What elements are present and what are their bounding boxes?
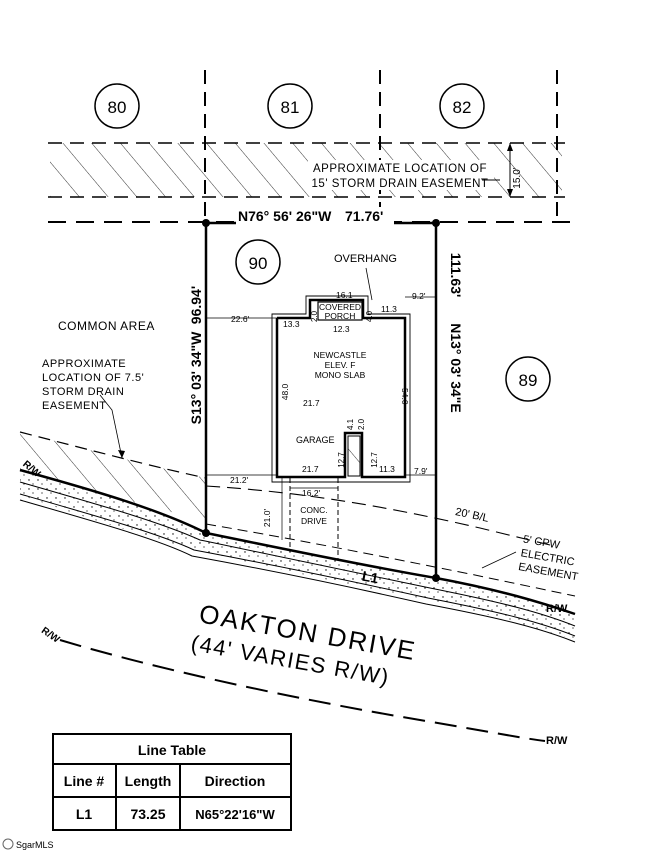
svg-text:NEWCASTLE: NEWCASTLE bbox=[314, 350, 367, 360]
svg-text:2.0: 2.0 bbox=[310, 310, 319, 322]
line-table-header-direction: Direction bbox=[205, 773, 266, 789]
road-edge-2 bbox=[19, 493, 576, 637]
house-label: NEWCASTLE ELEV. F MONO SLAB bbox=[314, 350, 367, 380]
overhang-label: OVERHANG bbox=[334, 253, 397, 265]
svg-text:71.76': 71.76' bbox=[345, 208, 383, 224]
svg-text:21.7: 21.7 bbox=[303, 398, 320, 408]
svg-text:SgarMLS: SgarMLS bbox=[16, 840, 54, 850]
common-area-label: COMMON AREA bbox=[58, 319, 155, 333]
rw-label-4: R/W bbox=[546, 735, 568, 747]
svg-text:21.0': 21.0' bbox=[262, 509, 272, 528]
house-dimensions: 16.1 11.3 9.2' 22.6' 13.3 12.3 2.0 4.0 5… bbox=[230, 290, 428, 527]
line-table-cell-length: 73.25 bbox=[130, 806, 165, 822]
svg-text:PORCH: PORCH bbox=[325, 311, 356, 321]
svg-text:15' STORM DRAIN EASEMENT: 15' STORM DRAIN EASEMENT bbox=[312, 178, 489, 190]
svg-text:13.3: 13.3 bbox=[283, 319, 300, 329]
svg-text:89: 89 bbox=[519, 371, 538, 390]
svg-text:STORM DRAIN: STORM DRAIN bbox=[42, 386, 124, 398]
svg-text:82: 82 bbox=[453, 98, 472, 117]
svg-text:N13° 03' 34"E: N13° 03' 34"E bbox=[448, 323, 464, 413]
svg-text:21.2': 21.2' bbox=[230, 475, 249, 485]
svg-text:12.3: 12.3 bbox=[333, 324, 350, 334]
lot-89-marker: 89 bbox=[505, 356, 551, 402]
lot-82-marker: 82 bbox=[439, 83, 485, 129]
line-table-header-line: Line # bbox=[64, 773, 105, 789]
garage-stoop bbox=[347, 435, 361, 477]
svg-text:EASEMENT: EASEMENT bbox=[42, 400, 107, 412]
storm-easement-left-note: APPROXIMATE LOCATION OF 7.5' STORM DRAIN… bbox=[42, 358, 144, 459]
svg-text:4.0: 4.0 bbox=[365, 310, 374, 322]
svg-text:21.7: 21.7 bbox=[302, 464, 319, 474]
svg-text:11.3: 11.3 bbox=[379, 464, 395, 474]
svg-text:12.7: 12.7 bbox=[337, 452, 346, 468]
svg-text:16.1: 16.1 bbox=[336, 290, 353, 300]
svg-text:S13° 03' 34"W: S13° 03' 34"W bbox=[188, 331, 204, 424]
road-edge-1 bbox=[19, 481, 576, 627]
building-setback-line bbox=[205, 485, 551, 546]
lot-81-marker: 81 bbox=[267, 83, 313, 129]
storm-easement-left-hatch bbox=[20, 432, 206, 520]
overhang-outline bbox=[271, 295, 411, 483]
line-table-cell-line: L1 bbox=[76, 806, 93, 822]
north-bearing: N76° 56' 26"W 71.76' bbox=[236, 207, 394, 225]
svg-text:90: 90 bbox=[249, 254, 268, 273]
setback-label: 20' B/L bbox=[454, 506, 490, 525]
rw-label-3: R/W bbox=[39, 625, 62, 645]
svg-text:2.0: 2.0 bbox=[357, 418, 366, 430]
svg-text:81: 81 bbox=[281, 98, 300, 117]
svg-text:111.63': 111.63' bbox=[448, 253, 464, 298]
sidewalk-band bbox=[20, 470, 575, 640]
svg-text:9.2': 9.2' bbox=[412, 291, 426, 301]
line-table-title: Line Table bbox=[138, 742, 206, 758]
road-edge-3 bbox=[19, 499, 576, 643]
l1-label: L1 bbox=[361, 568, 380, 587]
house-footprint bbox=[275, 298, 407, 479]
svg-text:MONO SLAB: MONO SLAB bbox=[315, 370, 366, 380]
garage-label: GARAGE bbox=[296, 435, 335, 445]
storm-drain-easement-top: APPROXIMATE LOCATION OF 15' STORM DRAIN … bbox=[48, 142, 565, 198]
svg-text:N76° 56' 26"W: N76° 56' 26"W bbox=[238, 208, 332, 224]
concrete-drive: CONC. DRIVE bbox=[289, 478, 339, 560]
svg-text:7.9': 7.9' bbox=[414, 466, 428, 476]
electric-easement-line bbox=[205, 523, 576, 597]
svg-text:DRIVE: DRIVE bbox=[301, 516, 327, 526]
svg-text:ELEV. F: ELEV. F bbox=[325, 360, 356, 370]
line-table: Line Table Line # Length Direction L1 73… bbox=[52, 733, 292, 831]
svg-text:CONC.: CONC. bbox=[300, 505, 327, 515]
dimension-lines bbox=[207, 296, 436, 540]
electric-easement-label: 5' CPW ELECTRIC EASEMENT bbox=[517, 533, 579, 583]
electric-leader bbox=[481, 551, 517, 569]
svg-text:96.94': 96.94' bbox=[188, 286, 204, 324]
front-lot-line bbox=[19, 468, 576, 616]
svg-text:22.6': 22.6' bbox=[231, 314, 250, 324]
svg-text:16.2': 16.2' bbox=[302, 488, 321, 498]
svg-text:11.3: 11.3 bbox=[381, 304, 397, 314]
svg-text:54.0: 54.0 bbox=[400, 388, 410, 405]
lot-80-marker: 80 bbox=[94, 83, 140, 129]
lot-90-marker: 90 bbox=[235, 239, 281, 285]
svg-text:48.0: 48.0 bbox=[280, 383, 290, 400]
mls-watermark: SgarMLS bbox=[2, 838, 54, 850]
line-table-header-length: Length bbox=[125, 773, 172, 789]
svg-text:15.0': 15.0' bbox=[512, 167, 523, 188]
street-name: OAKTON DRIVE (44' VARIES R/W) bbox=[189, 598, 419, 690]
svg-text:APPROXIMATE: APPROXIMATE bbox=[42, 358, 126, 370]
right-of-way-line-south bbox=[59, 639, 546, 742]
svg-text:LOCATION OF 7.5': LOCATION OF 7.5' bbox=[42, 372, 144, 384]
west-bearing: 96.94' S13° 03' 34"W bbox=[188, 286, 204, 425]
line-table-cell-direction: N65°22'16"W bbox=[195, 807, 275, 822]
rw-label-2: R/W bbox=[546, 603, 568, 615]
svg-text:4.1: 4.1 bbox=[346, 418, 355, 430]
svg-text:80: 80 bbox=[108, 98, 127, 117]
svg-text:COVERED: COVERED bbox=[319, 302, 361, 312]
covered-porch: COVERED PORCH bbox=[317, 301, 363, 321]
overhang-leader bbox=[365, 267, 373, 301]
svg-text:12.7: 12.7 bbox=[370, 452, 379, 468]
svg-text:APPROXIMATE LOCATION OF: APPROXIMATE LOCATION OF bbox=[313, 163, 487, 175]
east-bearing: 111.63' N13° 03' 34"E bbox=[448, 253, 464, 413]
